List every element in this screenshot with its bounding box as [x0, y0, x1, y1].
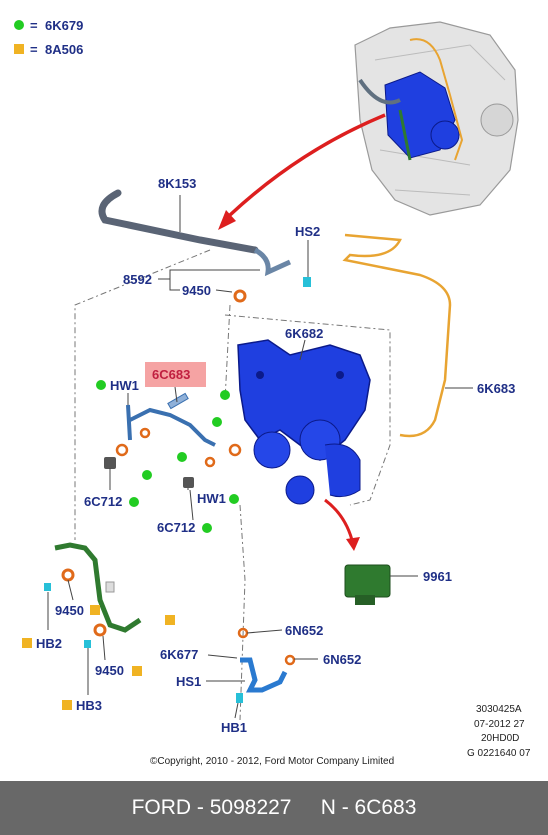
- part-number-footer: FORD - 5098227 N - 6C683: [0, 781, 548, 835]
- hose-6c683: [104, 392, 242, 488]
- footer-n-part: N - 6C683: [320, 796, 417, 819]
- ref-code-2: 07-2012 27: [474, 719, 525, 730]
- label-6k677: 6K677: [160, 647, 198, 662]
- copyright-text: ©Copyright, 2010 - 2012, Ford Motor Comp…: [150, 756, 394, 767]
- label-6n652-top: 6N652: [285, 623, 323, 638]
- label-8k153: 8K153: [158, 176, 196, 191]
- red-arrow-upper: [228, 113, 386, 217]
- label-hb3: HB3: [76, 698, 102, 713]
- exhaust-manifold-turbo-6k682: [237, 339, 371, 505]
- ref-code-1: 3030425A: [476, 704, 522, 715]
- footer-brand-part: FORD - 5098227: [131, 796, 292, 819]
- label-6n652-right: 6N652: [323, 652, 361, 667]
- solenoid-9961: [344, 564, 391, 605]
- ref-code-4: G 0221640 07: [467, 748, 531, 759]
- label-6k682: 6K682: [285, 326, 323, 341]
- label-9450-lower: 9450: [95, 663, 124, 678]
- engine-block-illustration: [354, 21, 519, 216]
- bracket-6k677: [236, 627, 296, 703]
- legend-code-2: 8A506: [45, 42, 83, 57]
- label-hb2: HB2: [36, 636, 62, 651]
- legend-green-dot: [14, 20, 24, 30]
- label-9961: 9961: [423, 569, 452, 584]
- label-8592: 8592: [123, 272, 152, 287]
- highlight-box-6c683: [145, 362, 206, 387]
- label-6c712-right: 6C712: [157, 520, 195, 535]
- label-hw1-right: HW1: [197, 491, 226, 506]
- label-6c712-left: 6C712: [84, 494, 122, 509]
- legend-orange-square: [14, 44, 24, 54]
- label-hw1-left: HW1: [110, 378, 139, 393]
- label-6c683: 6C683: [152, 367, 190, 382]
- label-hb1: HB1: [221, 720, 247, 735]
- label-9450-left: 9450: [55, 603, 84, 618]
- legend-code-1: 6K679: [45, 18, 83, 33]
- label-hs2: HS2: [295, 224, 320, 239]
- label-6k683: 6K683: [477, 381, 515, 396]
- red-arrow-lower: [324, 498, 354, 541]
- pipe-6k683: [342, 233, 452, 438]
- ref-code-3: 20HD0D: [481, 733, 519, 744]
- exploded-parts-diagram: = 6K679 = 8A506: [14, 18, 531, 767]
- pipe-green-lower: [54, 542, 142, 633]
- label-hs1: HS1: [176, 674, 201, 689]
- svg-text:=: =: [30, 18, 38, 33]
- pipe-8k153: [98, 189, 259, 254]
- label-9450-top: 9450: [182, 283, 211, 298]
- tube-8592: [253, 247, 292, 277]
- svg-text:=: =: [30, 42, 38, 57]
